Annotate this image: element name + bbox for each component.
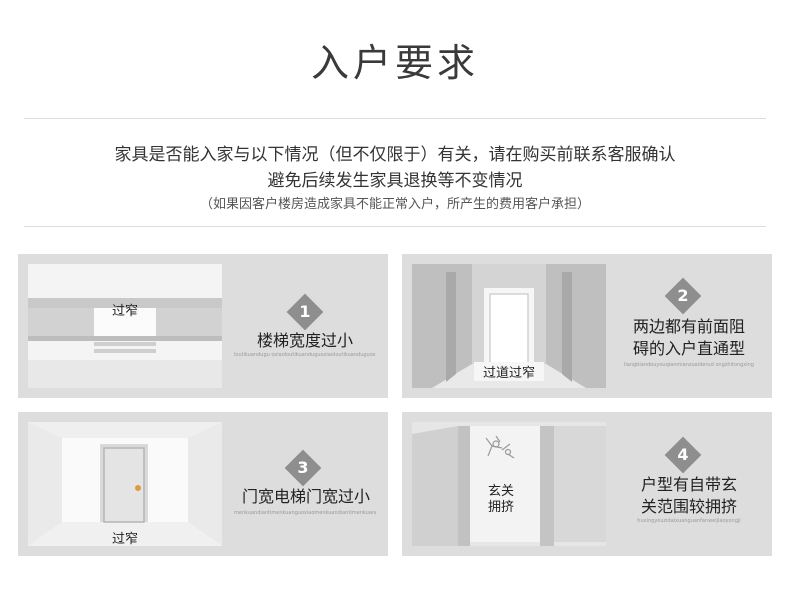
entry-label-line-1: 玄关 (487, 484, 514, 499)
card-2-subtitle: liangbiandouyouqianmianzuaiderud ongzhit… (624, 362, 754, 368)
intro-text: 家具是否能入家与以下情况（但不仅限于）有关，请在购买前联系客服确认 避免后续发生… (0, 142, 790, 216)
card-4-title-line-1: 户型有自带玄 (640, 475, 737, 494)
card-entry-hall: 玄关 拥挤 4 户型有自带玄 关范围较拥挤 huxingyouzidaixuan… (402, 412, 772, 556)
card-corridor: 过道过窄 2 两边都有前面阻 碍的入户直通型 liangbiandouyouqi… (402, 254, 772, 398)
intro-line-2: 避免后续发生家具退换等不变情况 (267, 171, 523, 191)
badge-2-number: 2 (677, 286, 689, 305)
card-1-title: 楼梯宽度过小 (256, 331, 353, 350)
card-door-width: 过窄 3 门宽电梯门宽过小 menkuandiantimenkuanguoxia… (18, 412, 388, 556)
corridor-label: 过道过窄 (474, 362, 544, 381)
narrow-stair-illustration (28, 264, 222, 388)
card-1-subtitle: loutikuandugu oxiaoloutikuanduguoxiaolou… (234, 352, 376, 358)
divider-top (24, 118, 766, 119)
card-3-title: 门宽电梯门宽过小 (241, 487, 370, 506)
badge-1-number: 1 (299, 302, 311, 321)
entry-label-line-2: 拥挤 (487, 500, 514, 515)
intro-note: （如果因客户楼房造成家具不能正常入户，所产生的费用客户承担） (199, 197, 590, 212)
intro-line-1: 家具是否能入家与以下情况（但不仅限于）有关，请在购买前联系客服确认 (114, 145, 676, 165)
badge-3-number: 3 (297, 458, 309, 477)
card-stair-width: 过窄 1 楼梯宽度过小 loutikuandugu oxiaoloutikuan… (18, 254, 388, 398)
door-narrow-label: 过窄 (111, 532, 138, 547)
card-4-subtitle: huxingyouzidaixuanguanfanweijiaoyongji (637, 518, 741, 524)
card-3-subtitle: menkuandiantimenkuanguoxiaomenkuandianti… (234, 510, 376, 516)
door-illustration (28, 422, 222, 546)
page-title: 入户要求 (310, 41, 479, 85)
entry-hall-illustration (412, 422, 606, 546)
divider-bottom (24, 226, 766, 227)
badge-4-number: 4 (677, 445, 689, 464)
card-4-title-line-2: 关范围较拥挤 (640, 497, 737, 516)
narrow-label: 过窄 (111, 304, 138, 319)
card-2-title-line-2: 碍的入户直通型 (632, 339, 745, 358)
card-2-title-line-1: 两边都有前面阻 (632, 317, 745, 336)
